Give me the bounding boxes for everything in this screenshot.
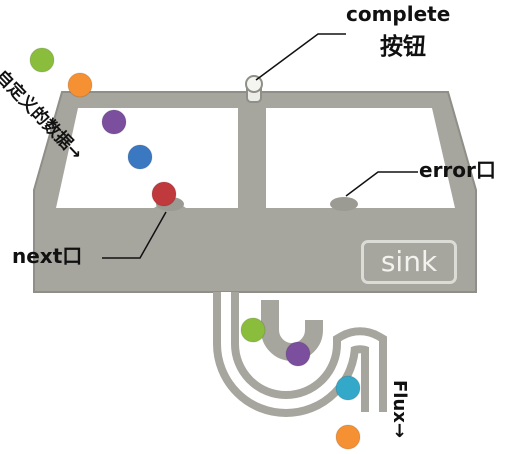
ball-purple-pipe — [285, 341, 311, 367]
error-drain — [330, 197, 358, 211]
ball-red-next — [151, 181, 177, 207]
sink-label: sink — [361, 240, 457, 284]
ball-cyan-pipe — [335, 375, 361, 401]
next-leader-line — [102, 211, 167, 259]
ball-blue-top — [127, 144, 153, 170]
flux-label: Flux→ — [389, 380, 410, 438]
complete-button-knob[interactable] — [245, 75, 263, 103]
ball-orange-out — [335, 424, 361, 450]
ball-purple-top — [101, 109, 127, 135]
error-port-label: error口 — [419, 158, 496, 182]
error-leader-line — [345, 171, 418, 197]
next-port-label: next口 — [12, 244, 83, 268]
complete-label: complete — [346, 2, 451, 26]
complete-leader-line — [255, 33, 346, 81]
ball-green-top — [29, 47, 55, 73]
complete-button-label: 按钮 — [380, 34, 426, 60]
ball-green-pipe — [240, 317, 266, 343]
ball-orange-top — [67, 72, 93, 98]
right-compartment — [266, 108, 455, 208]
